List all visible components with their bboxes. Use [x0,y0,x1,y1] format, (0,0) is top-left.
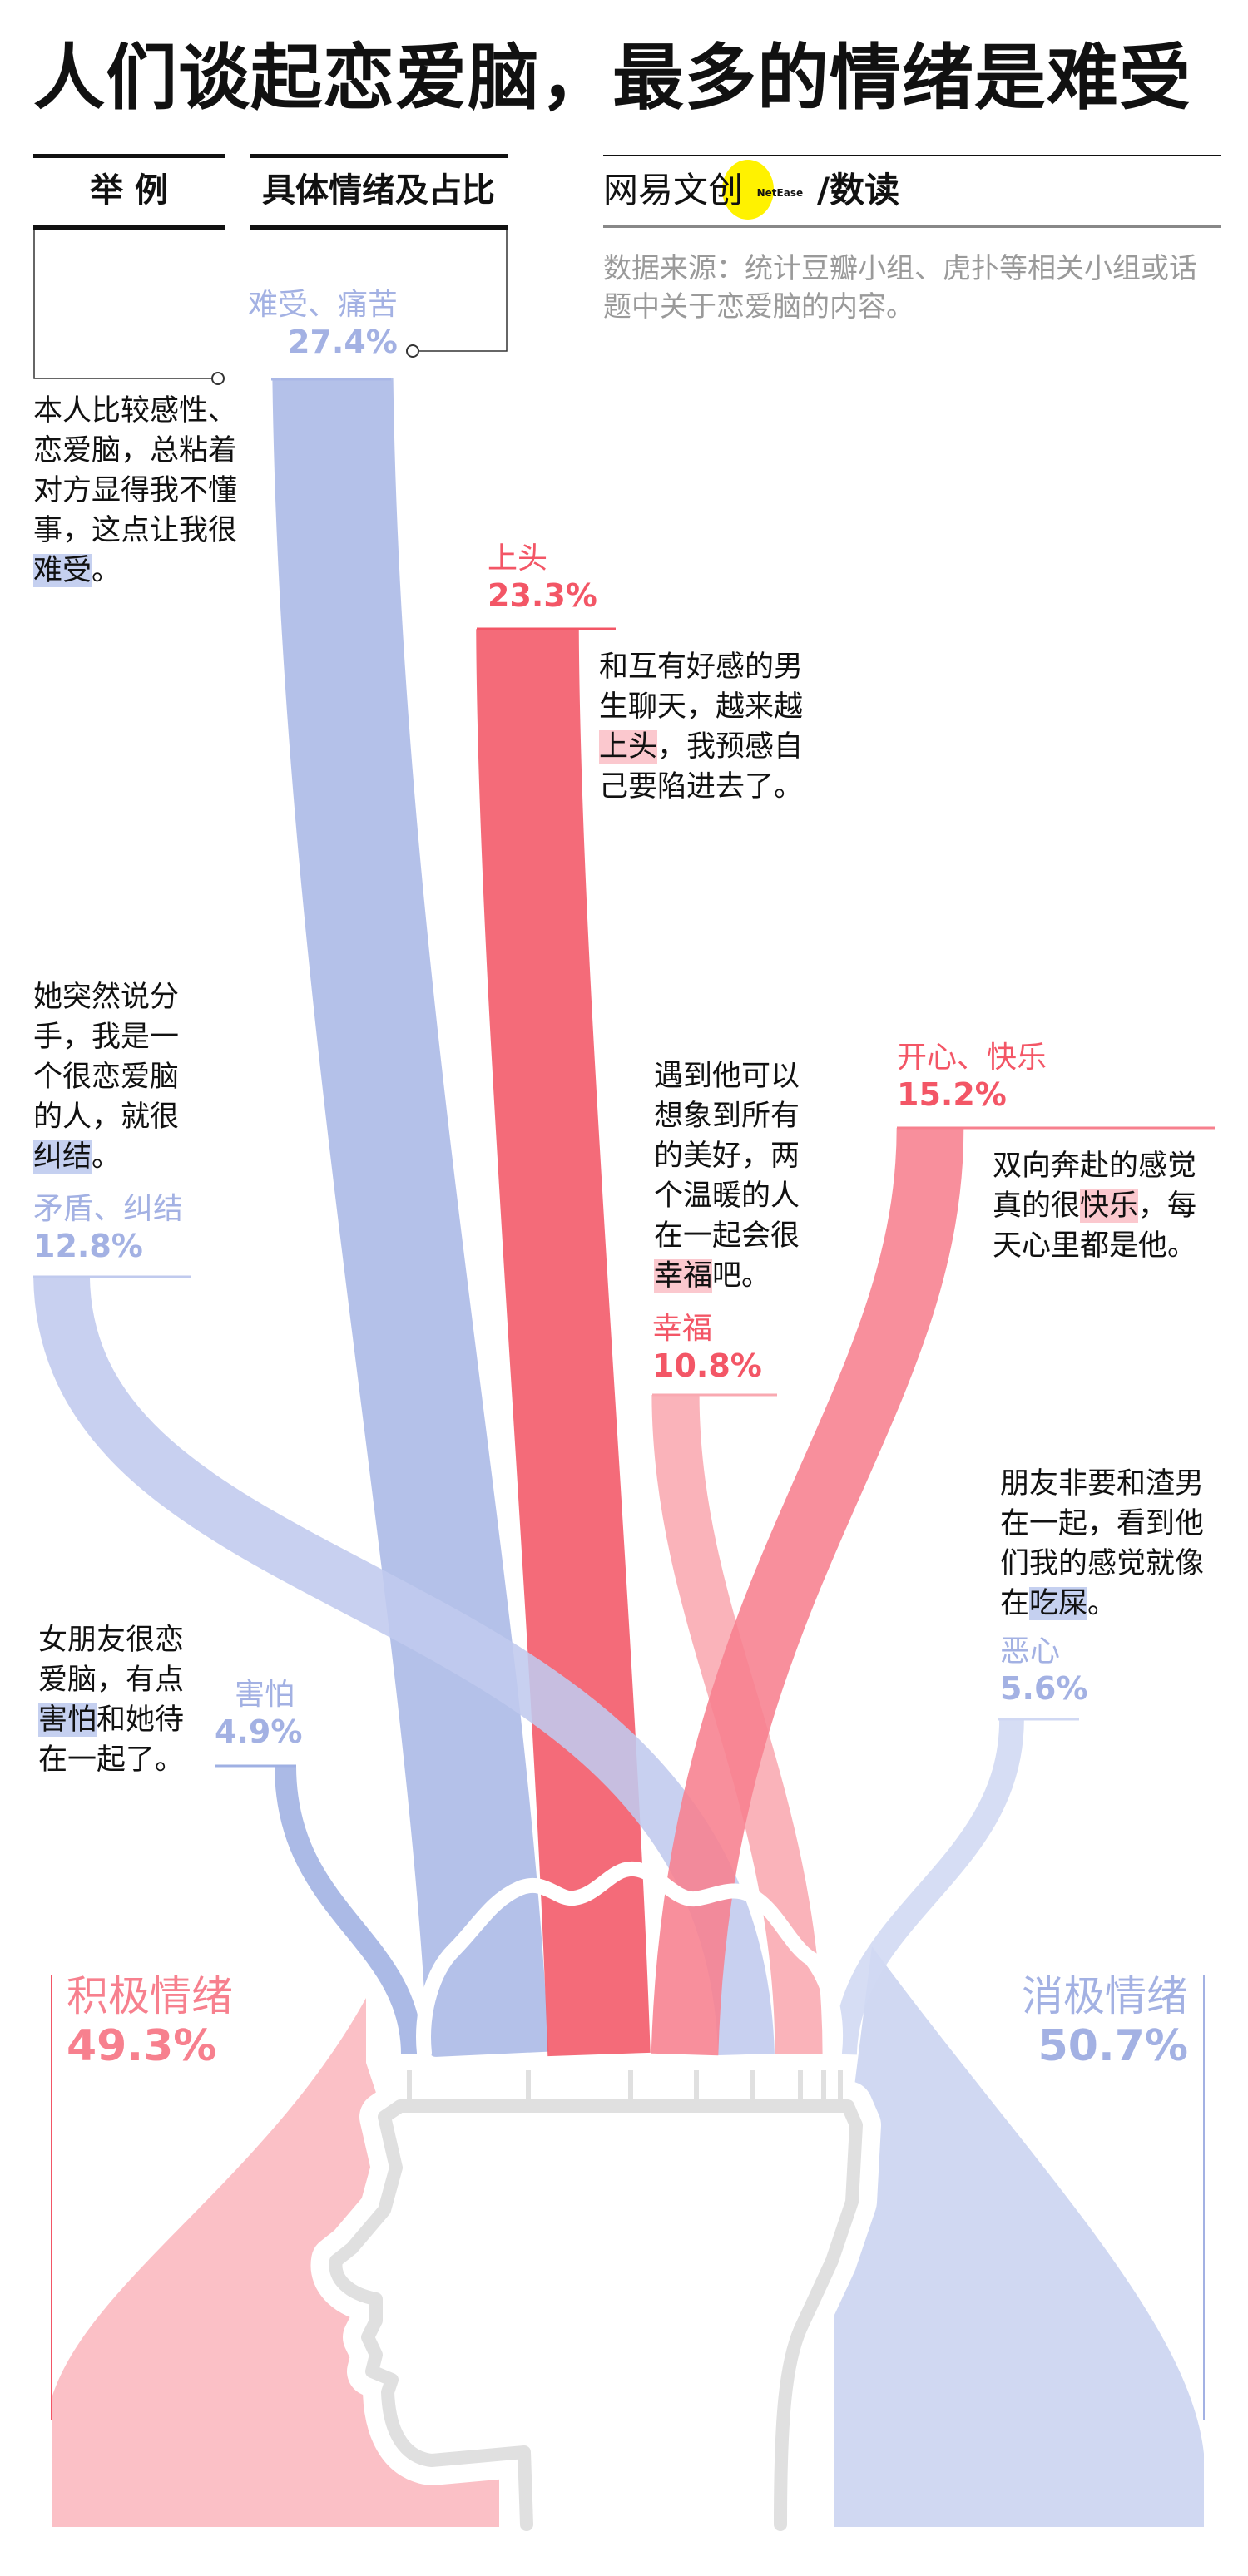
header-rule [250,154,508,158]
brain-base [418,2051,840,2069]
brand-rule [603,225,1221,228]
quote-haipa: 女朋友很恋 爱脑，有点 害怕和她待 在一起了。 [38,1624,185,1777]
negative-mass [834,1946,1204,2527]
callout-dot [211,372,225,385]
negative-axis-line [1203,1975,1205,2420]
callout-box-right [418,230,508,352]
brain-outline [416,1862,844,2060]
quote-nanshou: 本人比较感性、 恋爱脑，总粘着 对方显得我不懂 事，这点让我很 难受。 [33,394,238,587]
data-source: 数据来源：统计豆瓣小组、虎扑等相关小组或话题中关于恋爱脑的内容。 [603,252,1197,324]
label-haipa: 害怕 4.9% [215,1678,303,1750]
ribbon-kaixin [651,1127,964,2056]
header-rule [33,154,225,158]
label-shangtou: 上头 23.3% [488,541,597,614]
brand-badge: NetEase [756,186,804,199]
quote-kaixin: 双向奔赴的感觉 真的很快乐，每 天心里都是他。 [993,1150,1197,1263]
ribbon-exin [832,1718,1024,2055]
quote-exin: 朋友非要和渣男 在一起，看到他 们我的感觉就像 在吃屎。 [1000,1467,1205,1620]
header-rule [250,225,508,230]
ribbon-haipa [275,1765,423,2055]
header-emotion: 具体情绪及占比 [262,171,495,210]
label-exin: 恶心 5.6% [1000,1634,1088,1707]
ribbon-nanshou [272,378,549,2058]
head-ticks [407,2070,843,2104]
header-rule [33,225,225,230]
netease-badge [722,160,774,220]
ribbons [33,378,1024,2058]
page-title: 人们谈起恋爱脑，最多的情绪是难受 [33,37,1191,120]
callout-box-left [33,230,212,379]
brand-sub: /数读 [816,170,900,210]
label-nanshou: 难受、痛苦 27.4% [248,288,399,360]
brand-name: 网易文创 [603,170,744,210]
header-example: 举 例 [90,171,168,210]
brand-rule [603,155,1221,156]
quote-maodun: 她突然说分 手，我是一 个很恋爱脑 的人，就很 纠结。 [33,981,180,1174]
label-kaixin: 开心、快乐 15.2% [897,1041,1047,1113]
total-negative: 消极情绪 50.7% [1022,1972,1188,2071]
positive-axis-line [51,1975,52,2420]
label-maodun: 矛盾、纠结 12.8% [33,1192,184,1264]
ribbon-shangtou [476,628,651,2057]
brand-logo: 网易文创 NetEase /数读 [603,170,899,214]
callout-dot [406,344,419,358]
total-positive: 积极情绪 49.3% [67,1972,233,2071]
label-underlines [33,378,1215,1768]
head-silhouette [310,2081,881,2531]
quote-shangtou: 和互有好感的男 生聊天，越来越 上头，我预感自 己要陷进去了。 [599,650,804,803]
quote-xingfu: 遇到他可以 想象到所有 的美好，两 个温暖的人 在一起会很 幸福吧。 [654,1060,800,1293]
label-xingfu: 幸福 10.8% [652,1312,762,1384]
